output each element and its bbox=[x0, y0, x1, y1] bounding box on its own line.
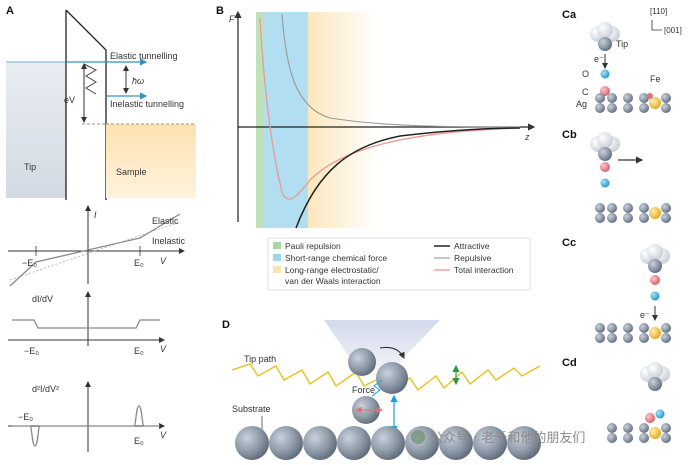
didv-xlabel: V bbox=[160, 344, 167, 354]
iv-inelastic-curve bbox=[9, 213, 181, 287]
didv-neg-e0: −E₀ bbox=[24, 346, 39, 356]
panel-cc-label: Cc bbox=[562, 237, 576, 249]
legend-repulsive: Repulsive bbox=[454, 253, 492, 263]
wechat-icon bbox=[411, 430, 425, 444]
d2idv2-xlabel: V bbox=[160, 430, 167, 440]
didv-plot: dI/dV −E₀ E₀ V bbox=[8, 291, 167, 356]
inelastic-tunnelling-label: Inelastic tunnelling bbox=[110, 99, 184, 109]
force-label: Force bbox=[352, 385, 375, 395]
tip-cone bbox=[324, 320, 440, 370]
panel-ca-label: Ca bbox=[562, 9, 577, 21]
iv-pos-e0: E₀ bbox=[134, 258, 144, 268]
watermark: 公众号 · 老千和他的朋友们 bbox=[411, 430, 585, 446]
legend-vdw-2: van der Waals interaction bbox=[285, 276, 381, 286]
total-interaction-curve bbox=[259, 17, 521, 200]
d2idv2-curve bbox=[12, 405, 160, 447]
ca-tip bbox=[590, 22, 620, 51]
tip-apex-atom-2 bbox=[376, 362, 408, 394]
cb-tip bbox=[590, 132, 620, 188]
iv-elastic-label: Elastic bbox=[152, 216, 179, 226]
ca-o-label: O bbox=[582, 69, 589, 79]
attractive-curve bbox=[295, 127, 521, 229]
watermark-text: 公众号 · 老千和他的朋友们 bbox=[430, 430, 585, 446]
iv-neg-e0: −E₀ bbox=[22, 258, 37, 268]
chemical-region bbox=[264, 12, 308, 228]
cd-substrate bbox=[607, 409, 671, 443]
legend-swatch-vdw bbox=[273, 266, 281, 273]
cc-tip bbox=[640, 244, 670, 301]
direction-001: [001] bbox=[664, 26, 682, 35]
ca-c-label: C bbox=[582, 87, 589, 97]
panel-cb-label: Cb bbox=[562, 129, 577, 141]
sample-label: Sample bbox=[116, 167, 147, 177]
panel-cd-label: Cd bbox=[562, 357, 577, 369]
iv-xlabel: V bbox=[160, 256, 167, 266]
ev-label: eV bbox=[64, 95, 75, 105]
tip-apex-atom-1 bbox=[348, 348, 376, 376]
legend-total: Total interaction bbox=[454, 265, 514, 275]
iv-inelastic-label: Inelastic bbox=[152, 236, 186, 246]
panel-a-label: A bbox=[6, 5, 14, 17]
legend-chemical: Short-range chemical force bbox=[285, 253, 387, 263]
panel-b-label: B bbox=[216, 5, 224, 17]
elastic-tunnelling-label: Elastic tunnelling bbox=[110, 51, 178, 61]
ca-substrate bbox=[595, 93, 671, 113]
sample-filled-states bbox=[106, 124, 196, 198]
tip-motion-arrow bbox=[379, 346, 405, 359]
didv-ylabel: dI/dV bbox=[32, 294, 53, 304]
hw-label: ħω bbox=[132, 76, 144, 86]
ca-fe-label: Fe bbox=[650, 74, 661, 84]
pauli-region bbox=[256, 12, 264, 228]
cc-electron-label: e⁻ bbox=[640, 310, 650, 320]
panel-a-energy-diagram: A Elastic tunnelling ħω Inelastic tunnel… bbox=[6, 5, 196, 200]
legend-vdw-1: Long-range electrostatic/ bbox=[285, 265, 379, 275]
spring-icon bbox=[371, 379, 383, 397]
didv-pos-e0: E₀ bbox=[134, 346, 144, 356]
legend-attractive: Attractive bbox=[454, 241, 490, 251]
d2idv2-plot: d²I/dV² −E₀ E₀ V bbox=[8, 381, 167, 452]
ca-c-atom bbox=[600, 86, 610, 96]
didv-curve bbox=[12, 319, 160, 329]
ca-electron-label: e⁻ bbox=[594, 54, 604, 64]
phonon-squiggle bbox=[83, 63, 98, 95]
tunnel-barrier bbox=[65, 9, 107, 200]
tip-fermi-sea bbox=[6, 62, 66, 198]
ca-tip-label: Tip bbox=[616, 39, 628, 49]
substrate-atom-row bbox=[235, 426, 541, 460]
d2idv2-ylabel: d²I/dV² bbox=[32, 384, 59, 394]
legend-pauli: Pauli repulsion bbox=[285, 241, 341, 251]
tip-path-label: Tip path bbox=[244, 354, 276, 364]
panel-d-label: D bbox=[222, 319, 230, 331]
substrate-label: Substrate bbox=[232, 404, 271, 414]
cd-tip bbox=[640, 362, 670, 391]
panel-b-force-curves: B F z Pauli repulsion Short-range chemic… bbox=[216, 5, 536, 291]
cb-substrate bbox=[595, 203, 671, 223]
iv-elastic-line bbox=[9, 221, 181, 281]
iv-plot: I Elastic Inelastic −E₀ E₀ V bbox=[8, 205, 186, 287]
ca-ag-label: Ag bbox=[576, 99, 587, 109]
b-ylabel: F bbox=[229, 14, 235, 24]
tip-label: Tip bbox=[24, 162, 36, 172]
repulsive-curve bbox=[281, 13, 521, 128]
legend-swatch-pauli bbox=[273, 242, 281, 249]
d2idv2-neg-e0: −E₀ bbox=[18, 412, 33, 422]
panel-c-molecule-manipulation: Ca [110] [001] Tip e⁻ O C Ag Fe Cb bbox=[562, 7, 682, 443]
panel-d-tip-path: D Tip path Force Substrate bbox=[222, 319, 541, 460]
d2idv2-pos-e0: E₀ bbox=[134, 436, 144, 446]
iv-ylabel: I bbox=[94, 210, 97, 220]
b-xlabel: z bbox=[524, 132, 530, 142]
legend-swatch-chemical bbox=[273, 254, 281, 261]
cc-substrate bbox=[595, 323, 671, 343]
direction-110: [110] bbox=[650, 7, 667, 16]
panel-b-legend: Pauli repulsion Short-range chemical for… bbox=[267, 237, 531, 291]
ca-o-atom bbox=[600, 69, 610, 79]
